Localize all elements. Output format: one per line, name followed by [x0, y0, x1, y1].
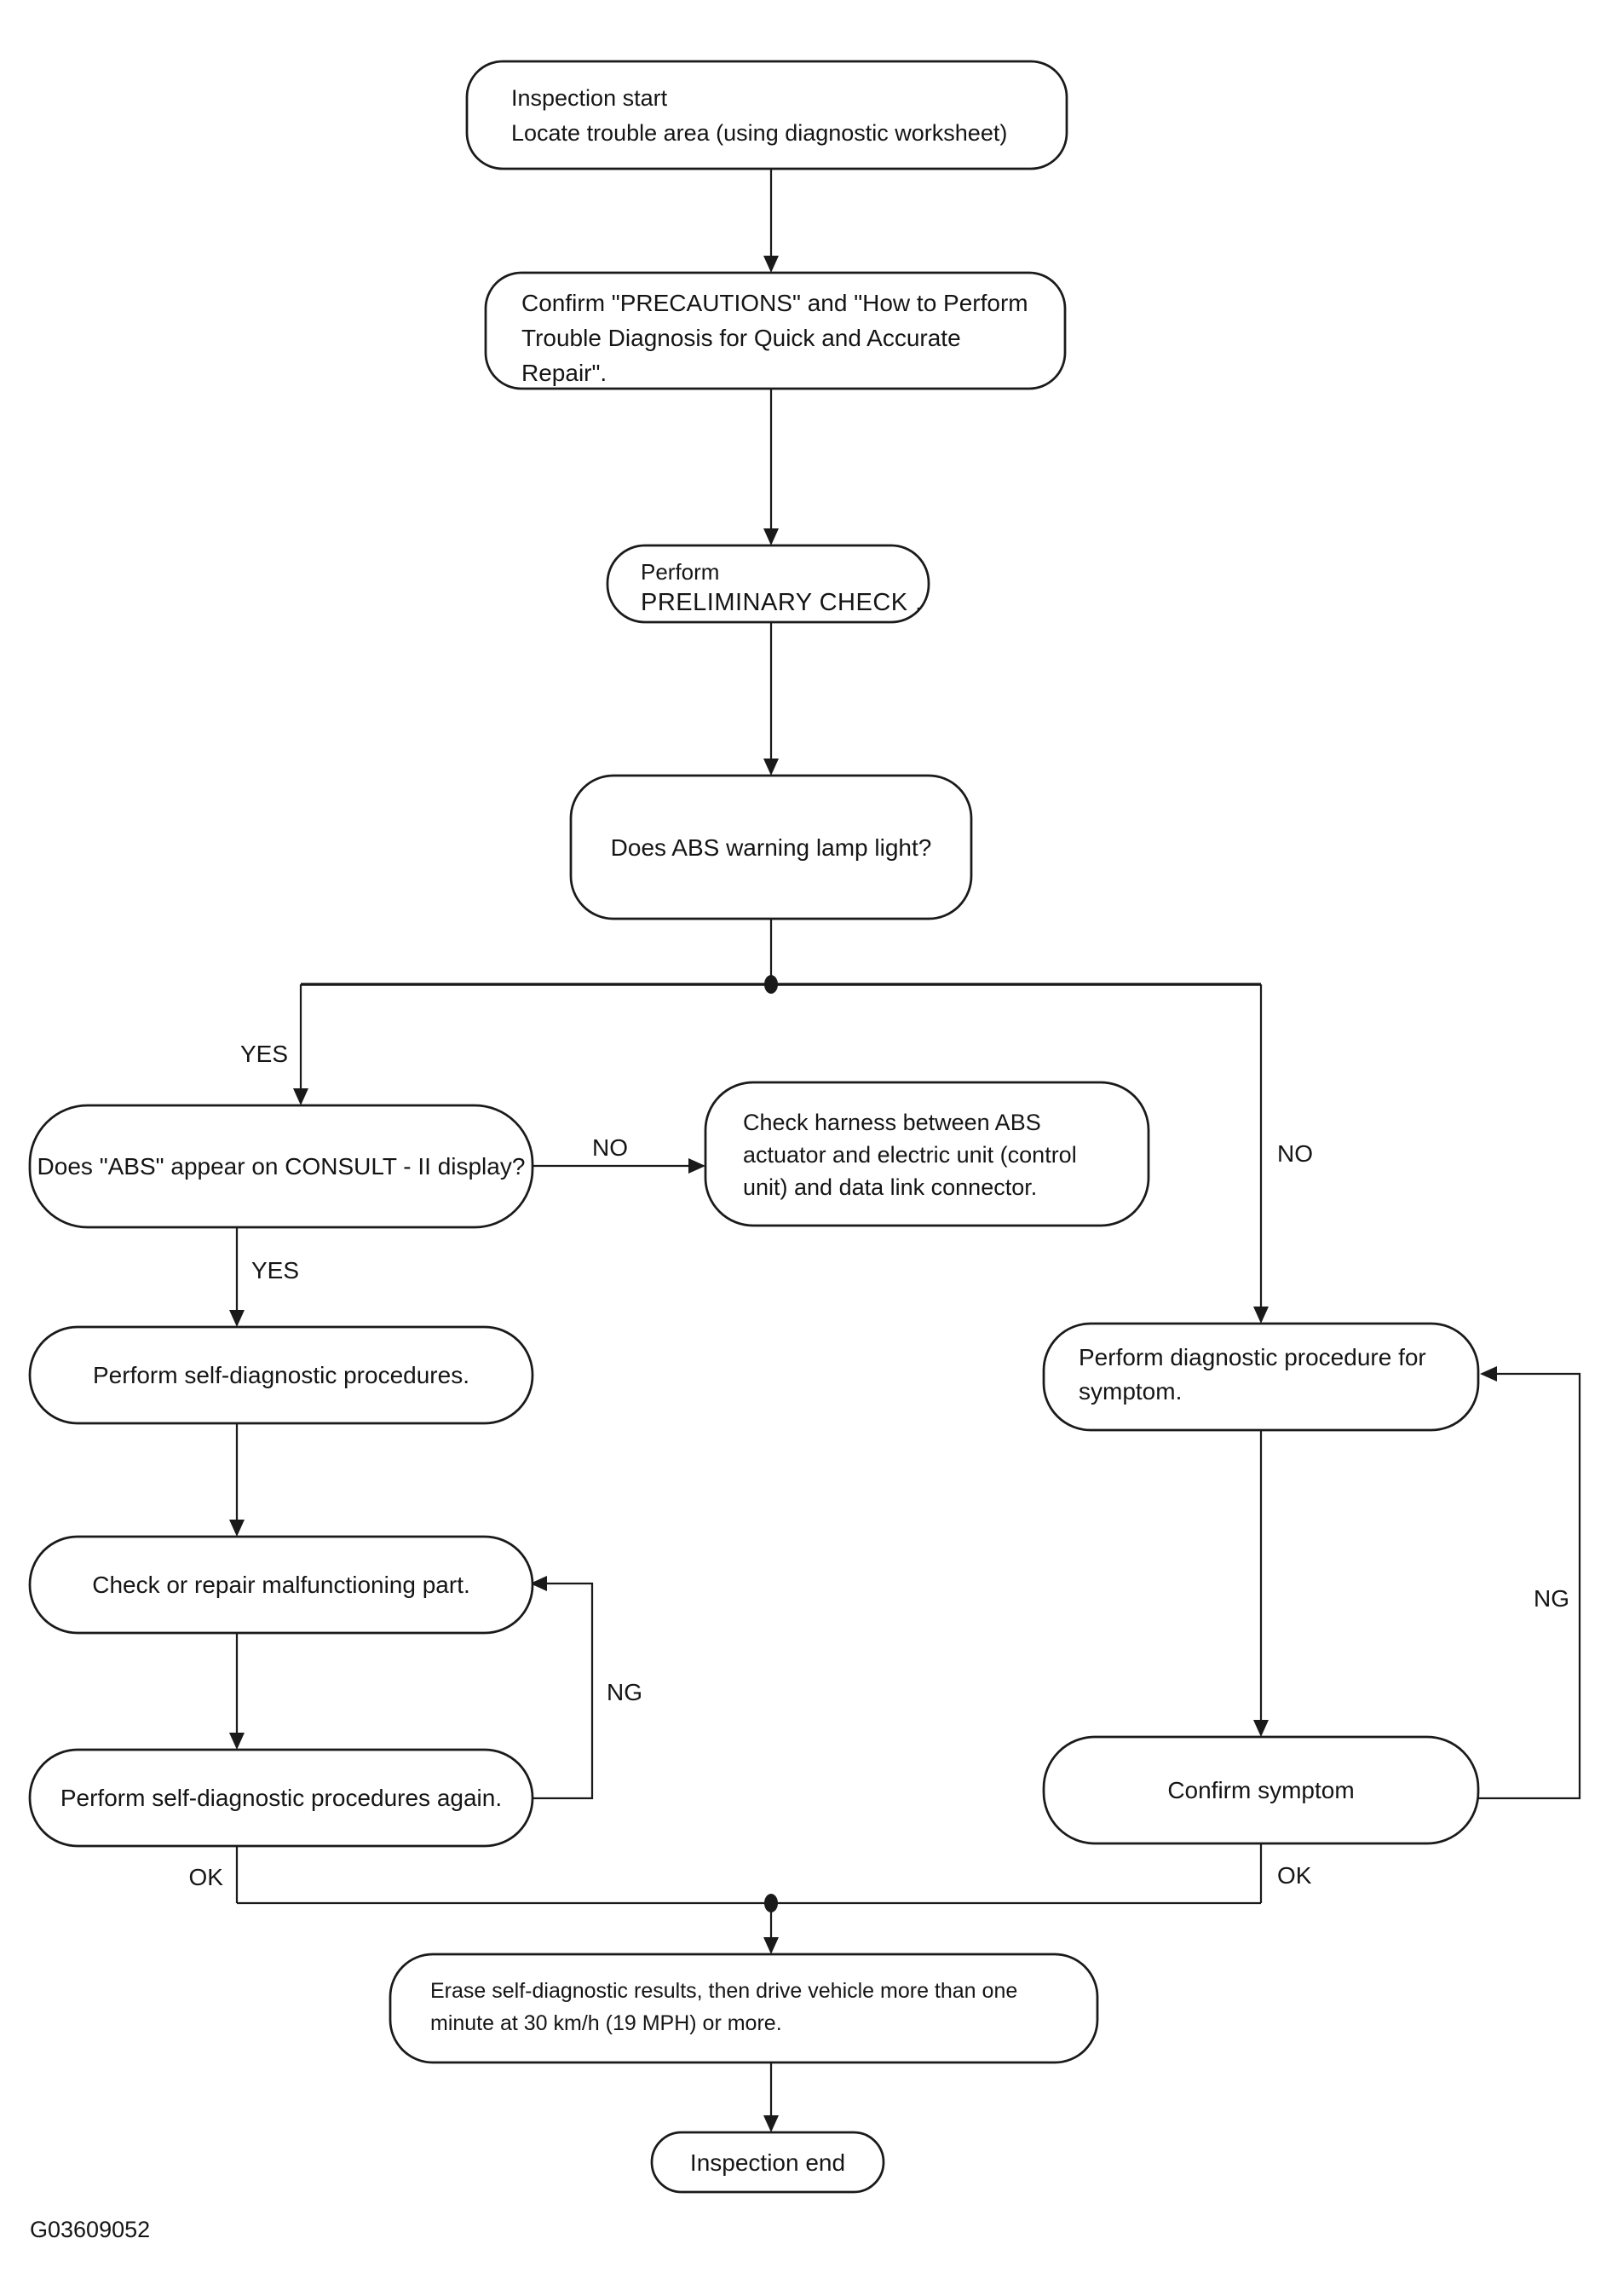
node-text: minute at 30 km/h (19 MPH) or more.: [430, 2011, 782, 2035]
node-consult-display: Does "ABS" appear on CONSULT - II displa…: [28, 1104, 534, 1229]
arrowhead-down-icon: [763, 256, 779, 273]
node-confirm-symptom: Confirm symptom: [1042, 1735, 1480, 1845]
node-text: symptom.: [1079, 1378, 1182, 1405]
arrowhead-down-icon: [763, 528, 779, 545]
node-inspection-end: Inspection end: [650, 2131, 885, 2194]
node-text: Inspection end: [690, 2149, 845, 2176]
arrowhead-down-icon: [229, 1310, 245, 1327]
arrowhead-down-icon: [763, 759, 779, 776]
label-yes-branch: YES: [240, 1041, 288, 1067]
node-self-diagnostic: Perform self-diagnostic procedures.: [28, 1325, 534, 1425]
arrowhead-down-icon: [1253, 1720, 1269, 1737]
arrowhead-down-icon: [293, 1088, 308, 1105]
node-text: Check or repair malfunctioning part.: [92, 1572, 470, 1598]
loop-ng-left: [528, 1582, 594, 1800]
node-check-harness: Check harness between ABS actuator and e…: [704, 1081, 1150, 1227]
node-text: unit) and data link connector.: [743, 1174, 1037, 1200]
arrowhead-down-icon: [1253, 1307, 1269, 1324]
label-no-consult: NO: [592, 1134, 628, 1161]
node-box: [28, 1325, 534, 1425]
node-box: [484, 271, 1067, 390]
node-diagnostic-symptom: Perform diagnostic procedure for symptom…: [1042, 1322, 1480, 1432]
node-text: Confirm symptom: [1167, 1777, 1354, 1803]
arrowhead-down-icon: [763, 1937, 779, 1954]
label-ng-left: NG: [607, 1679, 642, 1705]
node-text: Perform diagnostic procedure for: [1079, 1344, 1426, 1370]
node-inspection-start: Inspection start Locate trouble area (us…: [465, 60, 1068, 170]
node-text: Perform self-diagnostic procedures.: [93, 1362, 469, 1388]
node-box: [606, 544, 930, 624]
node-text: Erase self-diagnostic results, then driv…: [430, 1979, 1017, 2003]
label-ng-right: NG: [1534, 1585, 1569, 1612]
node-box: [28, 1748, 534, 1848]
node-text: Does ABS warning lamp light?: [611, 834, 932, 861]
label-no-branch: NO: [1277, 1140, 1313, 1167]
node-box: [569, 774, 973, 920]
node-box: [1042, 1322, 1480, 1432]
node-box: [389, 1953, 1099, 2064]
node-box: [1042, 1735, 1480, 1845]
node-abs-warning-lamp: Does ABS warning lamp light?: [569, 774, 973, 920]
node-text: Locate trouble area (using diagnostic wo…: [511, 120, 1007, 146]
node-box: [28, 1104, 534, 1229]
arrowhead-left-icon: [530, 1576, 547, 1591]
node-text: Confirm "PRECAUTIONS" and "How to Perfor…: [521, 290, 1028, 316]
arrowhead-down-icon: [229, 1520, 245, 1537]
node-self-diagnostic-again: Perform self-diagnostic procedures again…: [28, 1748, 534, 1848]
node-text: PRELIMINARY CHECK .: [641, 589, 923, 616]
arrowhead-down-icon: [763, 2115, 779, 2132]
arrowhead-right-icon: [688, 1158, 705, 1174]
node-confirm-precautions: Confirm "PRECAUTIONS" and "How to Perfor…: [484, 271, 1067, 390]
node-text: Inspection start: [511, 85, 668, 111]
node-text: actuator and electric unit (control: [743, 1142, 1077, 1168]
node-erase-results: Erase self-diagnostic results, then driv…: [389, 1953, 1099, 2064]
node-text: Does "ABS" appear on CONSULT - II displa…: [37, 1153, 526, 1180]
node-text: Perform self-diagnostic procedures again…: [60, 1785, 502, 1811]
label-ok-right: OK: [1277, 1862, 1312, 1889]
node-box: [704, 1081, 1150, 1227]
node-text: Perform: [641, 559, 719, 585]
label-yes-consult: YES: [251, 1257, 299, 1284]
label-ok-left: OK: [189, 1864, 224, 1890]
figure-code: G03609052: [30, 2217, 150, 2242]
node-box: [465, 60, 1068, 170]
node-preliminary-check: Perform PRELIMINARY CHECK .: [606, 544, 930, 624]
node-check-repair: Check or repair malfunctioning part.: [28, 1535, 534, 1635]
node-text: Repair".: [521, 360, 607, 386]
node-text: Trouble Diagnosis for Quick and Accurate: [521, 325, 961, 351]
arrowhead-down-icon: [229, 1733, 245, 1750]
arrowhead-left-icon: [1480, 1366, 1497, 1382]
node-text: Check harness between ABS: [743, 1110, 1041, 1135]
loop-ng-right: [1478, 1372, 1581, 1800]
node-box: [28, 1535, 534, 1635]
node-box: [650, 2131, 885, 2194]
